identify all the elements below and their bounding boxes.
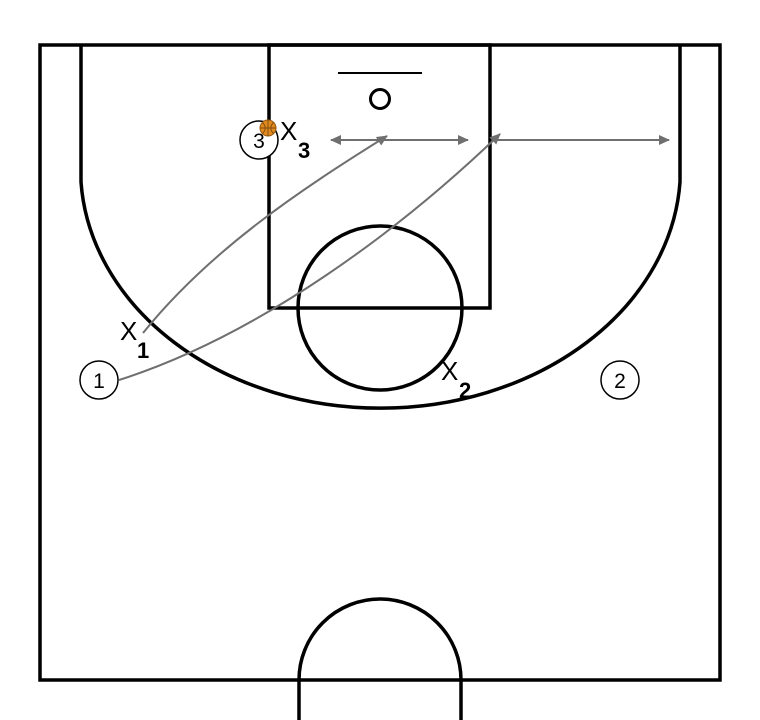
offense-player-2: 2: [600, 360, 640, 400]
offense-player-3: 3: [239, 119, 279, 160]
player-number: 2: [614, 370, 626, 393]
defender-letter: X: [280, 116, 297, 146]
player-marker: [79, 360, 119, 400]
player-marker: [600, 360, 640, 400]
defender-number: 1: [137, 338, 149, 363]
defender-letter: X: [441, 356, 458, 386]
defender-number: 3: [298, 138, 310, 163]
arrow-player1-cut: [118, 133, 501, 381]
hoop: [369, 88, 391, 110]
center-circle: [297, 597, 463, 720]
defender-x1: X 1: [120, 316, 149, 363]
free-throw-circle: [296, 224, 464, 392]
offense-player-1: 1: [79, 360, 119, 400]
player-number: 3: [253, 130, 265, 153]
court-lines: [38, 43, 722, 720]
player-number: 1: [93, 370, 105, 393]
defender-letter: X: [120, 316, 137, 346]
defender-number: 2: [459, 378, 471, 403]
defender-x3: X 3: [280, 116, 310, 163]
basketball-icon: [259, 119, 277, 137]
paint-key: [267, 43, 492, 310]
arrow-x1-cut: [142, 135, 388, 334]
defender-x2: X 2: [441, 356, 471, 403]
movement-arrows: [118, 133, 670, 381]
three-point-line: [79, 45, 682, 410]
